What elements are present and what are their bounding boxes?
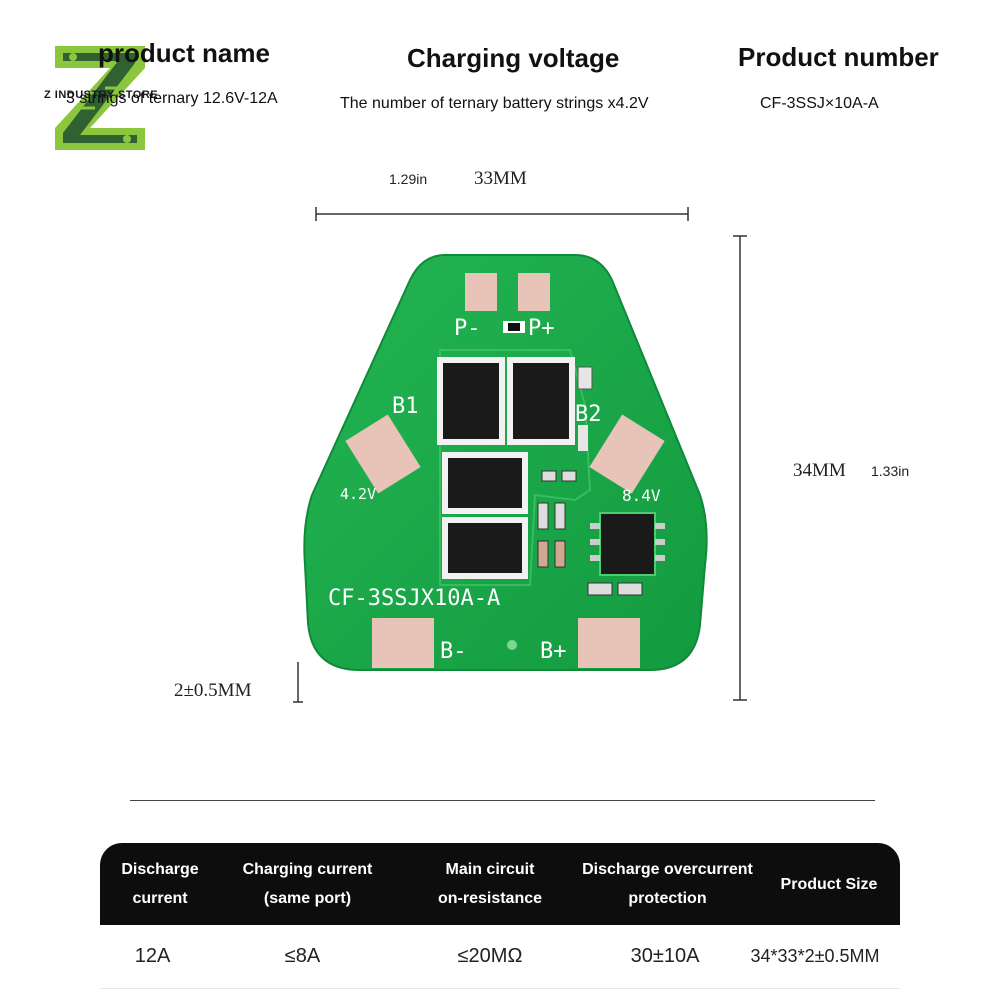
product-name-value: 3 strings of ternary 12.6V-12A xyxy=(66,90,278,107)
b2-label: B2 xyxy=(575,402,602,427)
p-plus-pad xyxy=(518,273,550,311)
b-plus-label: B+ xyxy=(540,639,567,664)
charging-voltage-value: The number of ternary battery strings x4… xyxy=(340,95,649,112)
board-model-label: CF-3SSJX10A-A xyxy=(328,586,500,611)
height-inches: 1.33in xyxy=(871,463,910,479)
header-charging-current: Charging current(same port) xyxy=(242,861,373,907)
width-dimension-line xyxy=(315,207,689,221)
product-number-title: Product number xyxy=(738,42,939,72)
store-logo xyxy=(45,38,155,153)
mosfet-2 xyxy=(507,357,575,445)
b2-pad xyxy=(589,414,665,494)
value-discharge-current: 12A xyxy=(134,945,171,967)
store-logo-text: Z INDUSTRY STORE xyxy=(44,89,159,101)
value-product-size: 34*33*2±0.5MM xyxy=(750,946,880,966)
header-product-size: Product Size xyxy=(780,875,878,893)
width-inches: 1.29in xyxy=(389,171,428,187)
b1-label: B1 xyxy=(392,394,419,419)
voltage-label-4v2: 4.2V xyxy=(340,485,376,503)
product-number-value: CF-3SSJ×10A-A xyxy=(760,95,879,112)
thickness-dimension-line xyxy=(293,662,303,703)
thickness-label: 2±0.5MM xyxy=(174,680,252,701)
b-minus-pad xyxy=(372,618,434,668)
b-minus-label: B- xyxy=(440,639,467,664)
height-mm: 34MM xyxy=(793,460,846,481)
mosfet-4 xyxy=(442,517,528,579)
protection-ic xyxy=(599,512,656,576)
charging-voltage-title: Charging voltage xyxy=(407,43,620,73)
value-overcurrent-protection: 30±10A xyxy=(630,945,700,967)
b1-pad xyxy=(345,414,421,494)
mosfet-3 xyxy=(442,452,528,514)
value-charging-current: ≤8A xyxy=(284,945,321,967)
bms-pcb-board: P- P+ B1 B2 4.2V 8.4V CF-3SSJX10A-A B- B… xyxy=(303,254,708,671)
mosfet-1 xyxy=(437,357,505,445)
p-minus-label: P- xyxy=(454,316,481,341)
table-row: 12A ≤8A ≤20MΩ 30±10A 34*33*2±0.5MM xyxy=(100,925,900,989)
section-divider xyxy=(130,800,875,801)
height-dimension-line xyxy=(733,235,747,701)
width-mm: 33MM xyxy=(474,168,527,189)
voltage-label-8v4: 8.4V xyxy=(622,486,661,505)
z-letter-logo-icon xyxy=(55,46,145,150)
b-plus-pad xyxy=(578,618,640,668)
p-minus-pad xyxy=(465,273,497,311)
product-name-title: product name xyxy=(98,38,270,68)
value-on-resistance: ≤20MΩ xyxy=(457,945,523,967)
p-plus-label: P+ xyxy=(528,316,555,341)
